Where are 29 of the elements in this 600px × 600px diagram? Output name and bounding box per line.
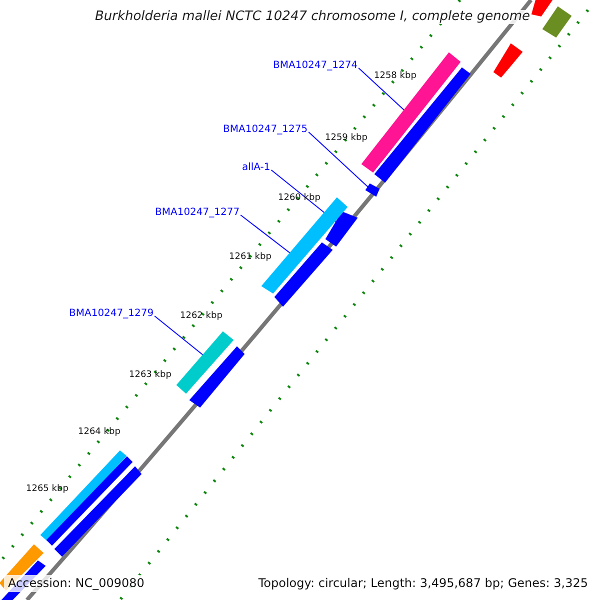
tick-label: 1258 kbp xyxy=(374,72,416,82)
tick-label: 1259 kbp xyxy=(325,134,368,144)
gene-label: BMA10247_1279 xyxy=(69,308,154,319)
gene-label: BMA10247_1277 xyxy=(155,207,240,218)
gene-label: BMA10247_1274 xyxy=(273,60,358,71)
gene-bar xyxy=(374,67,471,183)
leader-line xyxy=(308,132,368,188)
title: Burkholderia mallei NCTC 10247 chromosome I, complete genome xyxy=(94,10,530,24)
leader-line xyxy=(240,214,290,254)
gene-label: allA-1 xyxy=(242,162,270,173)
tick-label: 1263 kbp xyxy=(129,371,172,381)
tick-label: 1260 kbp xyxy=(278,194,320,204)
leader-line xyxy=(154,316,204,356)
gene-bar xyxy=(54,466,142,557)
gene-bar xyxy=(365,183,380,197)
gene-label: BMA10247_1275 xyxy=(223,124,308,135)
leader-line xyxy=(358,68,404,110)
tick-label: 1264 kbp xyxy=(78,428,120,438)
tick-label: 1261 kbp xyxy=(229,253,272,263)
gene-bar xyxy=(274,242,333,307)
gene-bar xyxy=(325,211,358,247)
tick-label: 1262 kbp xyxy=(180,312,222,322)
tick-label: 1265 kbp xyxy=(26,485,68,495)
gene-bar xyxy=(542,6,572,38)
gene-bar xyxy=(46,456,133,546)
gene-bar xyxy=(493,43,523,78)
gene-bar xyxy=(189,346,245,408)
gene-bar xyxy=(176,331,234,394)
gene-bar xyxy=(531,0,553,17)
